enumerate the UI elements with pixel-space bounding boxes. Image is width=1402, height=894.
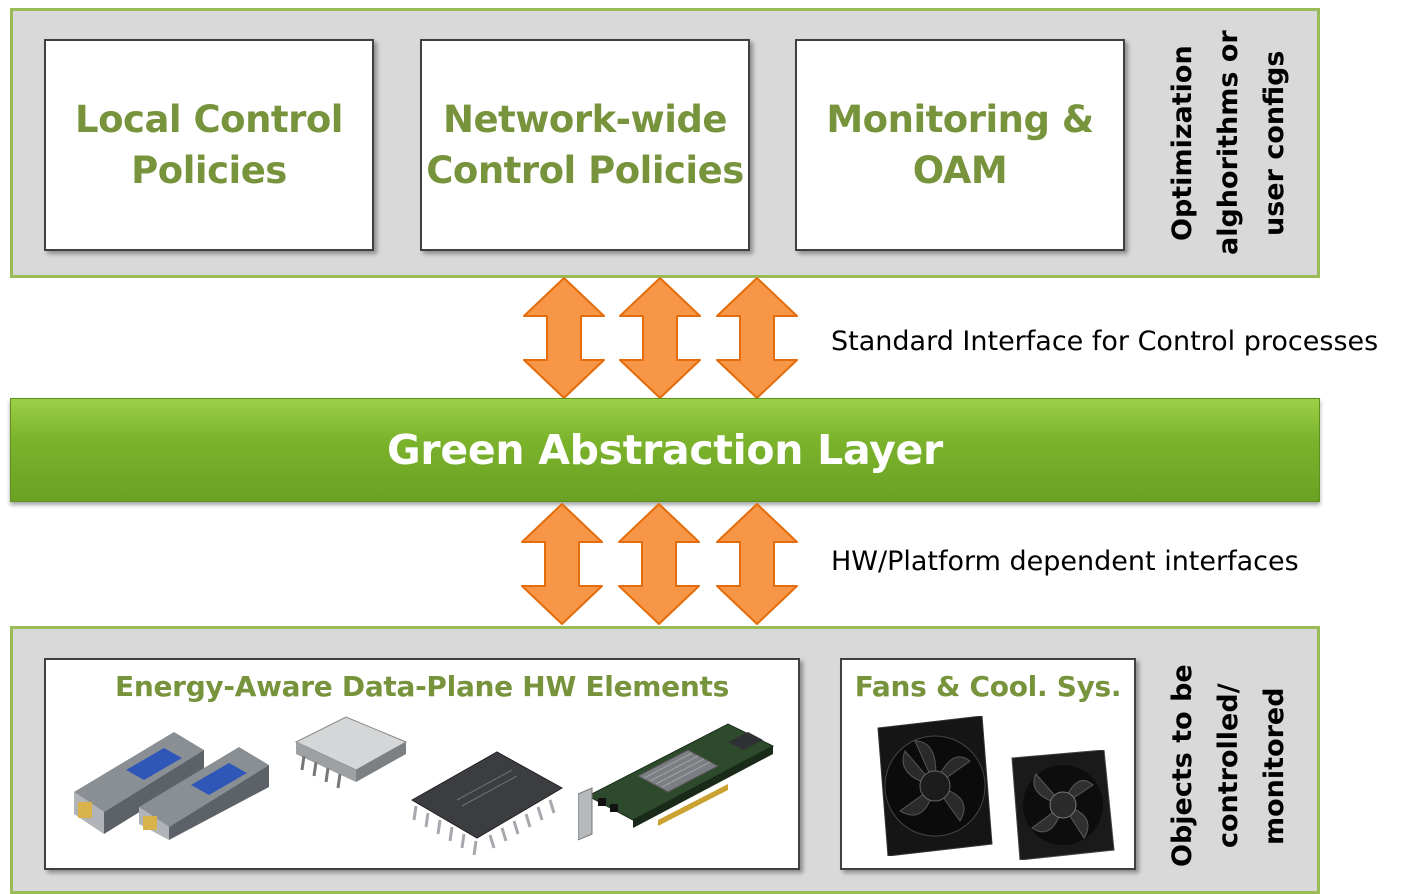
heatsink-chip-icon — [294, 716, 408, 789]
monitoring-line1: Monitoring & — [826, 98, 1094, 141]
network-wide-policies-box: Network-wide Control Policies — [420, 39, 750, 251]
network-wide-line1: Network-wide — [442, 98, 728, 141]
hw-interface-arrows — [521, 503, 798, 625]
sfp-transceiver-icon — [74, 732, 269, 840]
control-policies-panel: Local Control Policies Network-wide Cont… — [10, 8, 1320, 278]
objects-side-label: Objects to be controlled/ monitored — [1167, 664, 1290, 868]
network-wide-line2: Control Policies — [426, 149, 744, 192]
fans-cooling-title: Fans & Cool. Sys. — [854, 670, 1122, 703]
green-abstraction-layer-title: Green Abstraction Layer — [387, 426, 943, 474]
monitoring-oam-box: Monitoring & OAM — [795, 39, 1125, 251]
up-down-arrow-icon — [716, 503, 798, 625]
standard-interface-arrows — [523, 277, 798, 399]
hw-elements-box: Energy-Aware Data-Plane HW Elements — [44, 658, 800, 870]
local-control-policies-box: Local Control Policies — [44, 39, 374, 251]
microchip-icon — [410, 751, 564, 856]
local-control-line1: Local Control — [75, 98, 343, 141]
hw-elements-title: Energy-Aware Data-Plane HW Elements — [115, 670, 729, 703]
up-down-arrow-icon — [619, 277, 701, 399]
monitoring-line2: OAM — [912, 149, 1008, 192]
hw-platform-interface-label: HW/Platform dependent interfaces — [831, 546, 1299, 577]
standard-interface-label: Standard Interface for Control processes — [831, 326, 1379, 357]
local-control-line2: Policies — [131, 149, 287, 192]
up-down-arrow-icon — [618, 503, 700, 625]
up-down-arrow-icon — [523, 277, 605, 399]
small-fan-icon — [1011, 750, 1115, 860]
fans-cooling-box: Fans & Cool. Sys. — [840, 658, 1136, 870]
optimization-side-label: Optimization alghorithms or user configs — [1167, 30, 1290, 256]
network-card-icon — [578, 723, 775, 841]
controlled-objects-panel: Energy-Aware Data-Plane HW Elements — [10, 626, 1320, 894]
green-abstraction-layer-bar: Green Abstraction Layer — [10, 398, 1320, 502]
large-fan-icon — [877, 716, 993, 856]
up-down-arrow-icon — [716, 277, 798, 399]
up-down-arrow-icon — [521, 503, 603, 625]
